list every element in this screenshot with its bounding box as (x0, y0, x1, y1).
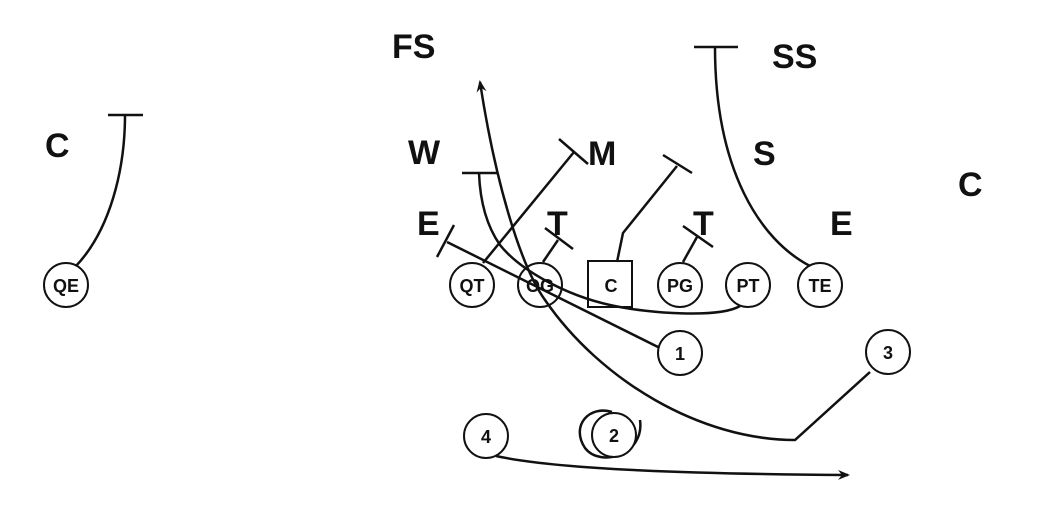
label-corner-left: C (45, 127, 70, 165)
svg-text:3: 3 (883, 343, 893, 363)
svg-text:2: 2 (609, 426, 619, 446)
og-block-tackle (541, 227, 574, 263)
pt-pull-block-will (462, 171, 741, 315)
label-end-right: E (830, 205, 853, 243)
label-mike: M (588, 135, 616, 173)
pg-block-tackle (681, 224, 714, 263)
center-block-linebacker (615, 153, 693, 263)
player-og: OG (517, 262, 563, 308)
player-pt: PT (725, 262, 771, 308)
svg-text:TE: TE (808, 276, 831, 296)
back-1: 1 (657, 330, 703, 376)
svg-text:C: C (605, 276, 618, 296)
back-4: 4 (463, 413, 509, 459)
te-block-route (694, 45, 811, 268)
back-3-route-arrow (476, 80, 871, 442)
label-corner-right: C (958, 166, 983, 204)
player-qe: QE (43, 262, 89, 308)
label-free-safety: FS (392, 28, 435, 66)
player-center: C (587, 260, 633, 308)
label-sam: S (753, 135, 776, 173)
label-strong-safety: SS (772, 38, 817, 76)
svg-text:PG: PG (667, 276, 693, 296)
svg-text:QT: QT (460, 276, 485, 296)
svg-text:QE: QE (53, 276, 79, 296)
back-1-block-end (435, 224, 661, 350)
svg-text:4: 4 (481, 427, 491, 447)
label-end-left: E (417, 205, 440, 243)
back-4-route-arrow (495, 454, 850, 480)
label-tackle-right: T (693, 205, 714, 243)
svg-text:PT: PT (736, 276, 759, 296)
player-qt: QT (449, 262, 495, 308)
player-pg: PG (657, 262, 703, 308)
back-3: 3 (865, 329, 911, 375)
label-will: W (408, 134, 441, 172)
svg-text:OG: OG (526, 276, 554, 296)
player-te: TE (797, 262, 843, 308)
svg-text:1: 1 (675, 344, 685, 364)
back-2: 2 (591, 412, 637, 458)
qe-block-route (75, 113, 143, 267)
